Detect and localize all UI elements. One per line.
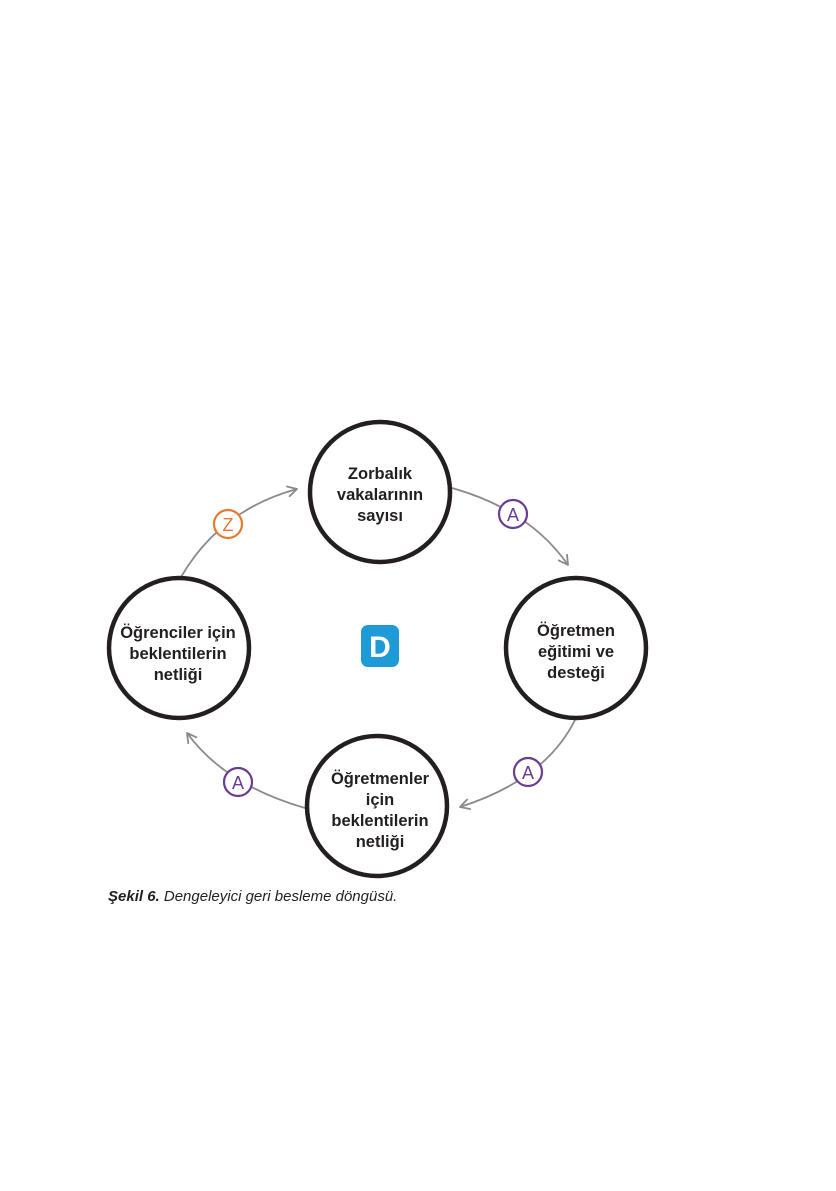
loop-type-label: D: [369, 631, 391, 664]
node-right-line-1: Öğretmen: [537, 621, 615, 640]
caption-text: Dengeleyici geri besleme döngüsü.: [159, 888, 398, 905]
node-right: Öğretmen eğitimi ve desteği: [503, 575, 649, 721]
node-right-line-2: eğitimi ve: [538, 643, 614, 661]
node-left-line-2: beklentilerin: [129, 645, 226, 663]
node-right-line-3: desteği: [547, 664, 605, 682]
node-top-line-2: vakalarının: [337, 486, 423, 504]
node-bottom-line-1: Öğretmenler: [331, 769, 430, 788]
link-badge-top-right-label: A: [507, 505, 519, 525]
caption-lead: Şekil 6.: [108, 888, 160, 905]
node-bottom-line-3: beklentilerin: [331, 812, 428, 830]
node-bottom: Öğretmenler için beklentilerin netliği: [304, 733, 450, 879]
link-badge-left-top: Z: [212, 508, 244, 540]
node-bottom-line-2: için: [366, 791, 394, 809]
node-left: Öğrenciler için beklentilerin netliği: [106, 575, 252, 721]
node-bottom-line-4: netliği: [356, 833, 405, 851]
link-badge-right-bottom-label: A: [522, 763, 534, 783]
link-badge-left-top-label: Z: [223, 515, 234, 535]
link-badge-bottom-left: A: [222, 766, 254, 798]
node-top-line-3: sayısı: [357, 507, 403, 525]
link-badge-right-bottom: A: [512, 756, 544, 788]
link-badge-bottom-left-label: A: [232, 773, 244, 793]
link-badge-top-right: A: [497, 498, 529, 530]
node-left-line-3: netliği: [154, 666, 203, 684]
node-top-line-1: Zorbalık: [348, 465, 413, 483]
figure-caption: Şekil 6. Dengeleyici geri besleme döngüs…: [108, 888, 397, 905]
loop-type-badge: D: [361, 625, 399, 667]
node-left-line-1: Öğrenciler için: [120, 623, 236, 642]
node-top: Zorbalık vakalarının sayısı: [307, 419, 453, 565]
